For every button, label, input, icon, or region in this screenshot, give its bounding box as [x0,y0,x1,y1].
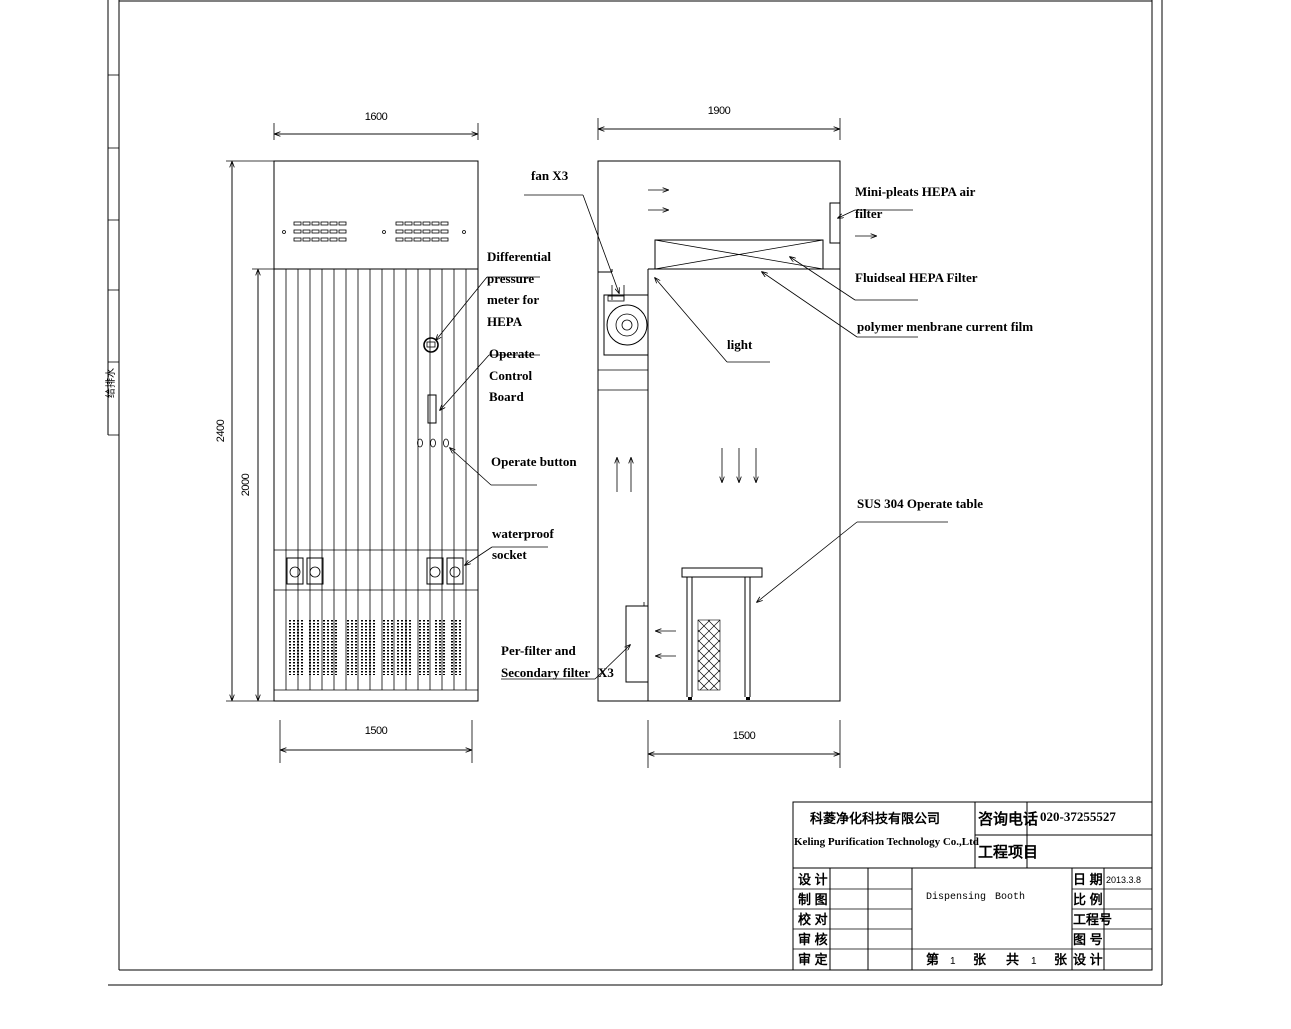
label-sus-table: SUS 304 Operate table [857,496,983,511]
label-prefilter-2: Secondary filter [501,665,590,680]
label-socket-2: socket [492,547,527,562]
sus-table [681,567,763,700]
total-unit: 张 [1054,952,1068,967]
company-cn: 科菱净化科技有限公司 [810,811,940,826]
top-vents [282,221,466,242]
role-draft: 制 图 [798,892,828,907]
total-no: 1 [1031,956,1037,967]
label-prefilter-1: Per-filter and [501,643,576,658]
operate-buttons [417,438,449,448]
label-diff-3: meter for [487,292,539,307]
bottom-grills [289,620,461,675]
airflow-arrows [617,190,876,656]
label-light: light [727,337,753,352]
front-view [273,160,479,702]
front-dimensions: 1600 2400 2000 1500 [215,111,479,763]
hepa-filter [654,239,824,270]
project-no-label: 工程号 [1073,912,1112,927]
label-fan: fan X3 [531,168,569,183]
date-value: 2013.3.8 [1106,875,1141,885]
mini-pleats-filter [829,202,841,244]
pre-filter [625,602,649,683]
sheet-prefix: 第 [926,952,939,967]
control-board [427,394,437,424]
label-diff-2: pressure [487,271,534,286]
label-mini-pleats-2: filter [855,206,883,221]
curtain-strips [285,269,467,690]
label-fluidseal: Fluidseal HEPA Filter [855,270,978,285]
dim-2400: 2400 [215,419,227,442]
front-sockets [286,557,464,585]
label-diff-4: HEPA [487,314,523,329]
role-approve: 审 定 [798,952,828,967]
callout-leaders [436,194,948,680]
dim-2000: 2000 [240,473,252,496]
total-prefix: 共 [1006,952,1019,967]
label-ocb-1: Operate [489,346,535,361]
side-dimensions: 1900 1500 [597,105,841,768]
label-operate-button: Operate button [491,454,577,469]
dim-1900: 1900 [708,105,731,117]
hotline: 020-37255527 [1040,809,1116,824]
label-prefilter-x3: X3 [598,665,614,680]
drawing-no-label: 图 号 [1073,932,1103,947]
label-diff-1: Differential [487,249,551,264]
margin-note: 给排水 [104,368,117,398]
role-review: 审 核 [798,932,828,947]
labels: fan X3 Mini-pleats HEPA air filter Fluid… [487,168,1033,680]
company-en: Keling Purification Technology Co.,Ltd [794,836,979,848]
side-view [597,160,876,702]
sheet-unit: 张 [973,952,987,967]
role-design: 设 计 [798,872,828,887]
label-ocb-3: Board [489,389,524,404]
pressure-meter-icon [423,337,439,353]
hotline-label: 咨询电话 [978,810,1038,828]
dim-1500-side: 1500 [733,730,756,742]
label-mini-pleats-1: Mini-pleats HEPA air [855,184,976,199]
scale-label: 比 例 [1073,892,1103,907]
label-polymer: polymer menbrane current film [857,319,1033,334]
dim-1600: 1600 [365,111,388,123]
design-label: 设 计 [1073,952,1103,967]
drawing-frame: 给排水 [104,0,1163,986]
fan-icon [603,285,649,356]
label-ocb-2: Control [489,368,532,383]
date-label: 日 期 [1073,872,1103,887]
sheet-no: 1 [950,956,956,967]
dim-1500-front: 1500 [365,725,388,737]
title-block: 科菱净化科技有限公司 Keling Purification Technolog… [792,801,1153,971]
label-socket-1: waterproof [492,526,555,541]
role-check: 校 对 [798,912,828,927]
drawing-name-2: Booth [995,891,1025,903]
drawing-name-1: Dispensing [926,891,986,903]
project-label: 工程项目 [978,844,1038,861]
